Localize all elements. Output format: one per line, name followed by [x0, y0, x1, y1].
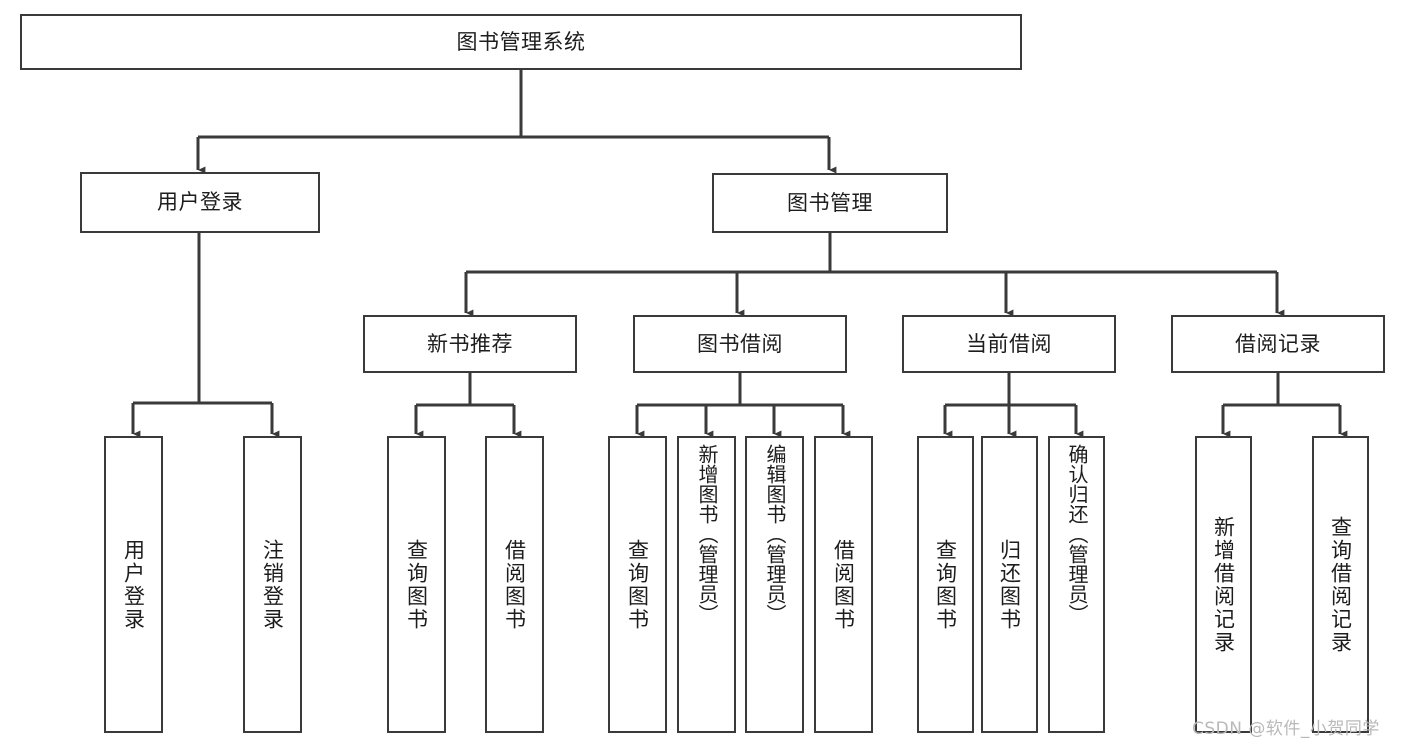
leaf-node-4[interactable]: 查询图书	[608, 436, 667, 733]
node-label: 查询借阅记录	[1328, 515, 1353, 654]
node-label: 编辑图书（管理员）	[763, 444, 787, 624]
node-label: 归还图书	[997, 538, 1022, 631]
leaf-node-9[interactable]: 归还图书	[981, 436, 1038, 733]
node-label: 借阅图书	[502, 538, 527, 631]
leaf-node-6[interactable]: 编辑图书（管理员）	[745, 436, 804, 733]
node-label: 借阅图书	[831, 538, 856, 631]
node-label: 当前借阅	[966, 331, 1052, 356]
leaf-node-12[interactable]: 查询借阅记录	[1312, 436, 1369, 733]
leaf-node-8[interactable]: 查询图书	[917, 436, 974, 733]
node-label: 查询图书	[404, 538, 429, 631]
node-label: 确认归还（管理员）	[1065, 444, 1089, 624]
node-label: 图书管理系统	[456, 29, 586, 54]
node-label: 图书管理	[787, 190, 873, 215]
level2-node-0[interactable]: 用户登录	[80, 172, 320, 233]
leaf-node-7[interactable]: 借阅图书	[814, 436, 873, 733]
level3-node-2[interactable]: 当前借阅	[902, 315, 1116, 373]
node-label: 注销登录	[260, 538, 285, 631]
node-label: 借阅记录	[1235, 331, 1321, 356]
node-label: 新增借阅记录	[1211, 515, 1236, 654]
node-label: 用户登录	[157, 190, 243, 215]
leaf-node-5[interactable]: 新增图书（管理员）	[677, 436, 736, 733]
node-label: 新增图书（管理员）	[695, 444, 719, 624]
leaf-node-2[interactable]: 查询图书	[387, 436, 446, 733]
level3-node-3[interactable]: 借阅记录	[1171, 315, 1385, 373]
connector-lines	[131, 70, 1348, 438]
node-label: 查询图书	[933, 538, 958, 631]
leaf-node-10[interactable]: 确认归还（管理员）	[1048, 436, 1105, 733]
level3-node-0[interactable]: 新书推荐	[363, 315, 577, 373]
leaf-node-11[interactable]: 新增借阅记录	[1195, 436, 1252, 733]
leaf-node-3[interactable]: 借阅图书	[485, 436, 544, 733]
node-label: 用户登录	[121, 538, 146, 631]
node-label: 图书借阅	[697, 331, 783, 356]
node-label: 新书推荐	[427, 331, 513, 356]
level3-node-1[interactable]: 图书借阅	[633, 315, 847, 373]
leaf-node-1[interactable]: 注销登录	[243, 436, 302, 733]
level2-node-1[interactable]: 图书管理	[712, 173, 948, 233]
leaf-node-0[interactable]: 用户登录	[104, 436, 163, 733]
node-label: 查询图书	[625, 538, 650, 631]
root-node[interactable]: 图书管理系统	[20, 14, 1022, 70]
